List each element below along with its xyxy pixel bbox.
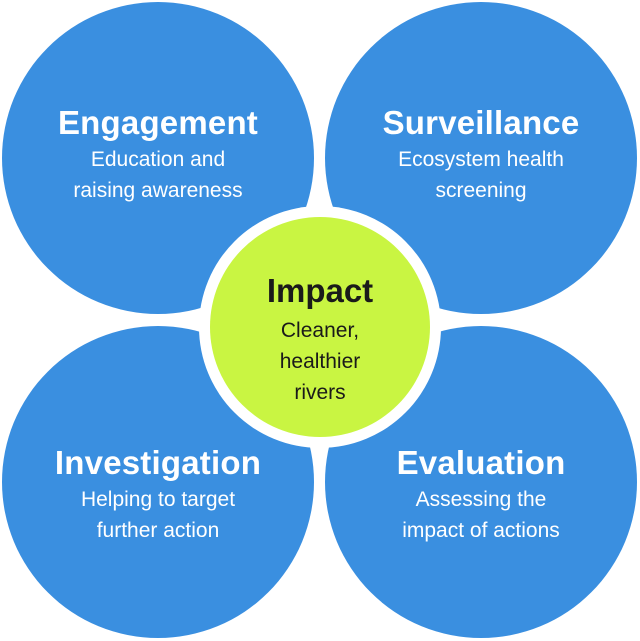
impact-desc-line-1: Cleaner, <box>280 319 360 342</box>
investigation-desc-line-1: Helping to target <box>80 488 236 511</box>
surveillance-text: Surveillance Ecosystem health screening <box>325 104 637 206</box>
engagement-desc-line-1: Education and <box>90 148 226 171</box>
investigation-text: Investigation Helping to target further … <box>2 444 314 546</box>
engagement-desc-line-2: raising awareness <box>73 179 243 202</box>
evaluation-description: Assessing the impact of actions <box>325 484 637 546</box>
impact-description: Cleaner, healthier rivers <box>240 315 400 408</box>
investigation-circle: Investigation Helping to target further … <box>2 326 314 638</box>
impact-circle: Impact Cleaner, healthier rivers <box>210 217 430 437</box>
evaluation-desc-line-1: Assessing the <box>415 488 547 511</box>
surveillance-description: Ecosystem health screening <box>325 144 637 206</box>
surveillance-desc-line-2: screening <box>435 179 527 202</box>
engagement-circle: Engagement Education and raising awarene… <box>2 2 314 314</box>
evaluation-text: Evaluation Assessing the impact of actio… <box>325 444 637 546</box>
impact-circle-border: Impact Cleaner, healthier rivers <box>199 206 441 448</box>
impact-title: Impact <box>266 272 374 309</box>
surveillance-desc-line-1: Ecosystem health <box>398 148 564 171</box>
investigation-description: Helping to target further action <box>2 484 314 546</box>
evaluation-desc-line-2: impact of actions <box>402 519 560 542</box>
engagement-description: Education and raising awareness <box>2 144 314 206</box>
engagement-text: Engagement Education and raising awarene… <box>2 104 314 206</box>
evaluation-title: Evaluation <box>396 444 566 481</box>
impact-desc-line-2: healthier <box>279 350 361 373</box>
engagement-title: Engagement <box>57 104 259 141</box>
investigation-desc-line-2: further action <box>96 519 220 542</box>
surveillance-title: Surveillance <box>382 104 580 141</box>
impact-desc-line-3: rivers <box>294 381 346 404</box>
investigation-title: Investigation <box>54 444 262 481</box>
